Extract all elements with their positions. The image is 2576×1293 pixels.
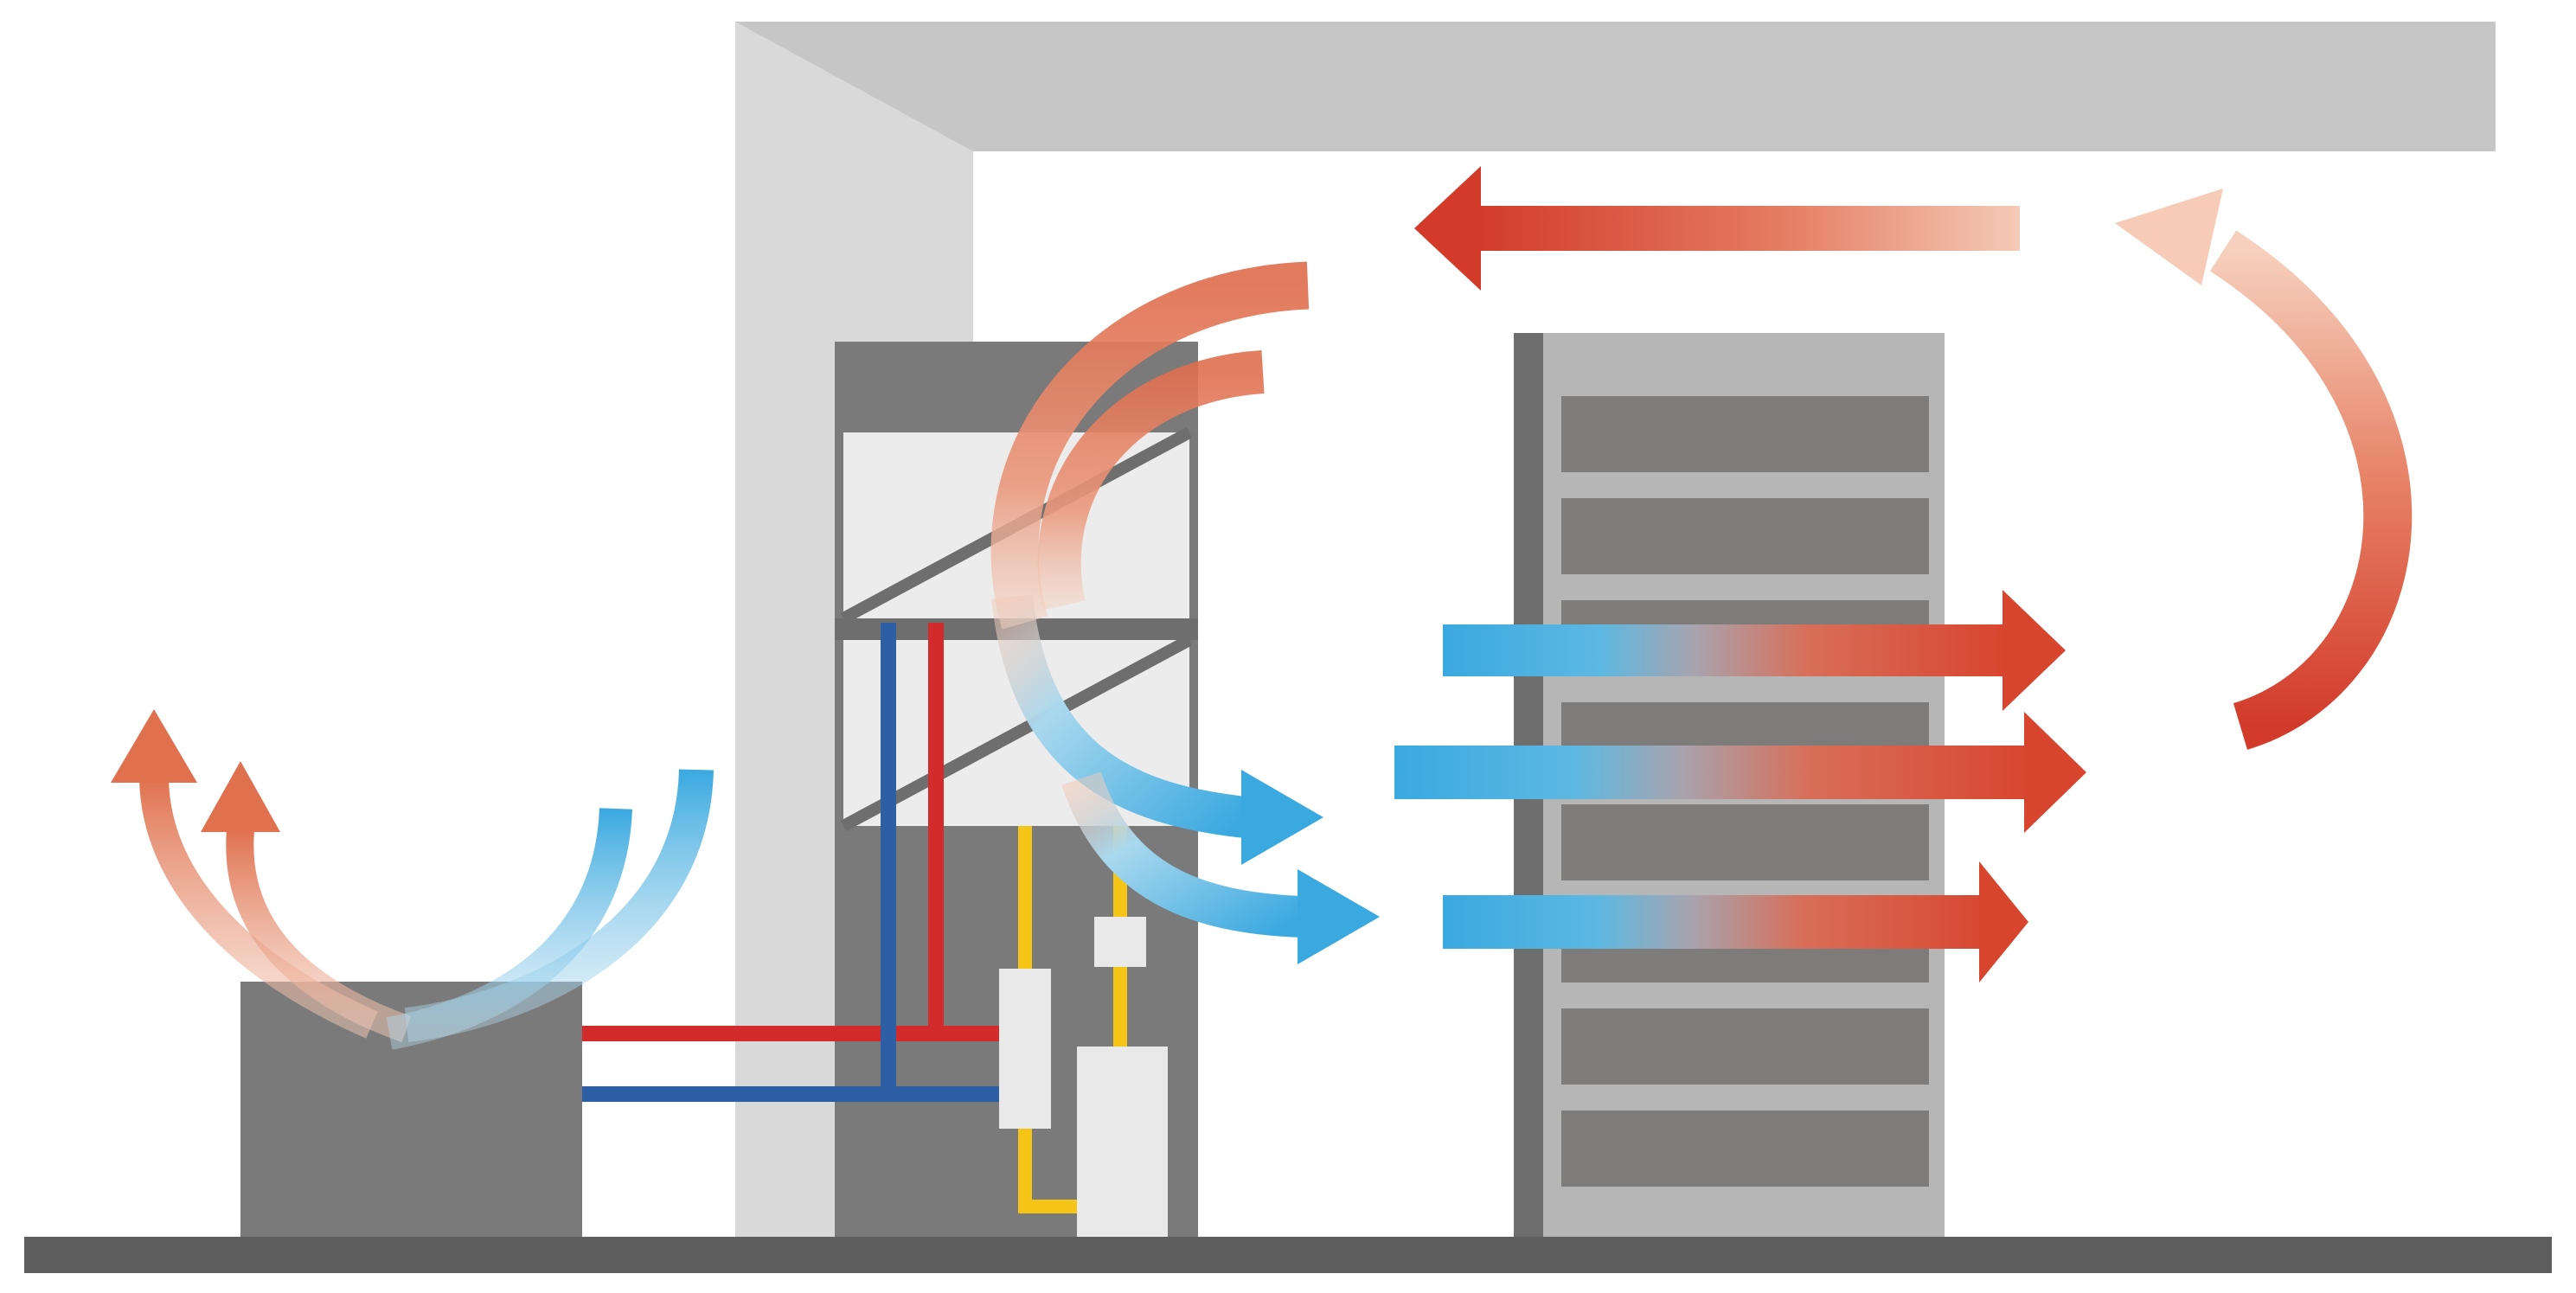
server-rack-slot	[1561, 804, 1929, 880]
hot-air-arrow-icon	[1414, 166, 2020, 291]
rack-airflow-shaft-1	[1443, 624, 2005, 676]
rack-airflow-shaft-3	[1443, 895, 1998, 949]
rack-airflow-arrows	[1394, 590, 2086, 983]
rack-airflow-shaft-2	[1394, 746, 2035, 799]
hot-air-return-shaft	[1471, 206, 2020, 251]
hot-air-intake-inner	[1037, 350, 1265, 611]
refrigerant-line-left	[1018, 826, 1086, 1213]
hot-air-rising-head	[2115, 189, 2223, 285]
condenser-cold-in-inner	[386, 808, 632, 1050]
cold-air-supply-lower-head	[1298, 869, 1380, 964]
crac-expansion-device	[999, 969, 1051, 1129]
hot-air-rising-curve	[2209, 230, 2413, 750]
hot-air-intake-outer	[990, 261, 1310, 630]
cold-air-supply-upper	[991, 594, 1248, 838]
condenser-hot-out-inner	[226, 829, 412, 1043]
cold-air-arrow-icon	[991, 594, 1380, 964]
rack-airflow-head-3	[1979, 861, 2028, 983]
floor	[24, 1237, 2552, 1273]
server-rack-slot	[1561, 498, 1929, 574]
server-rack-slot	[1561, 1111, 1929, 1187]
hot-air-rising-arrow	[2115, 189, 2413, 750]
condenser-hot-out-outer-head	[111, 709, 197, 783]
ceiling-beam	[735, 22, 2496, 151]
server-rack-slot	[1561, 396, 1929, 472]
condenser-airflow	[111, 709, 714, 1050]
hot-air-return-head	[1414, 166, 1481, 291]
cold-air-supply-lower	[1061, 771, 1303, 938]
rack-airflow-head-1	[2002, 590, 2066, 711]
crac-valve	[1094, 917, 1146, 967]
cold-air-supply-upper-head	[1241, 770, 1323, 865]
rack-airflow-head-2	[2024, 712, 2086, 833]
crac-coil-divider-lower	[840, 634, 1193, 832]
condenser-hot-out-inner-head	[201, 761, 280, 832]
crac-compressor	[1077, 1047, 1168, 1237]
server-rack-slot	[1561, 1008, 1929, 1085]
